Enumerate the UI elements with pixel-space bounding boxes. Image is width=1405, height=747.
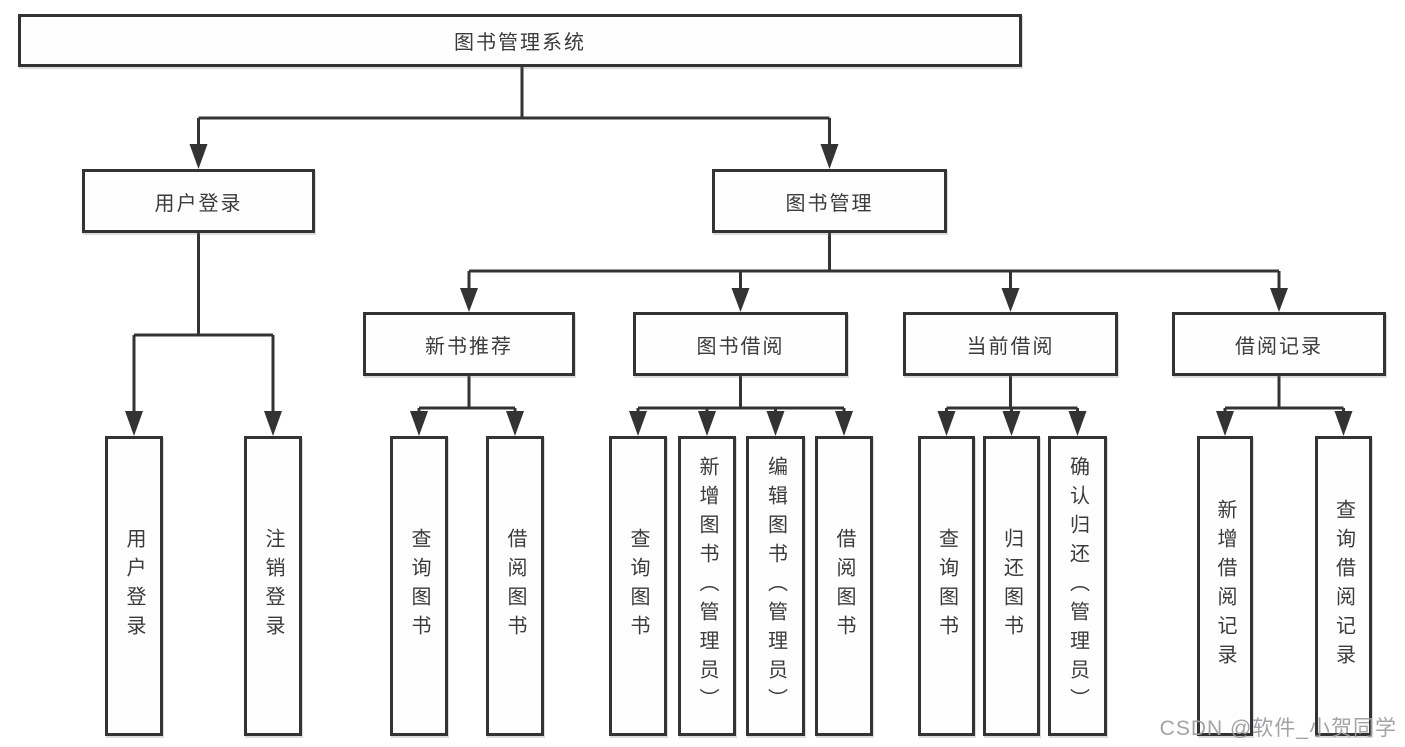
node-book-management: 图书管理 [712, 169, 947, 233]
connector-root [197, 67, 831, 145]
leaf-user-login: 用户登录 [105, 436, 163, 736]
node-new-book-recommend: 新书推荐 [363, 312, 575, 376]
node-borrow-records: 借阅记录 [1172, 312, 1386, 376]
watermark: CSDN @软件_小贺同学 [1159, 717, 1397, 740]
leaf-borrow-books-1-label: 借阅图书 [504, 528, 526, 644]
leaf-borrow-books-2-label: 借阅图书 [833, 528, 855, 644]
connector-book-borrow [636, 376, 846, 414]
leaf-add-books-admin-label: 新增图书（管理员） [696, 455, 718, 717]
connector-new-book-recommend [417, 376, 517, 414]
leaf-user-login-label: 用户登录 [123, 528, 145, 644]
leaf-query-books-1-label: 查询图书 [408, 528, 430, 644]
leaf-query-borrow-record: 查询借阅记录 [1315, 436, 1372, 736]
leaf-logout-login-label: 注销登录 [262, 528, 284, 644]
leaf-add-borrow-record: 新增借阅记录 [1197, 436, 1253, 736]
leaf-query-books-3: 查询图书 [918, 436, 975, 736]
leaf-confirm-return-admin-label: 确认归还（管理员） [1066, 455, 1089, 717]
leaf-query-books-1: 查询图书 [390, 436, 448, 736]
leaf-query-borrow-record-label: 查询借阅记录 [1332, 499, 1355, 673]
leaf-edit-books-admin-label: 编辑图书（管理员） [764, 455, 787, 717]
connector-borrow-records [1223, 376, 1345, 414]
leaf-query-books-2-label: 查询图书 [627, 528, 649, 644]
leaf-borrow-books-2: 借阅图书 [815, 436, 873, 736]
connector-book-management [467, 233, 1281, 288]
leaf-return-books: 归还图书 [983, 436, 1040, 736]
node-root: 图书管理系统 [18, 14, 1022, 67]
leaf-query-books-3-label: 查询图书 [935, 528, 958, 644]
leaf-logout-login: 注销登录 [244, 436, 302, 736]
connector-user-login [132, 233, 275, 412]
leaf-confirm-return-admin: 确认归还（管理员） [1048, 436, 1107, 736]
leaf-add-books-admin: 新增图书（管理员） [678, 436, 736, 736]
node-current-borrow: 当前借阅 [903, 312, 1118, 376]
arrowheads [125, 144, 1353, 436]
leaf-query-books-2: 查询图书 [609, 436, 667, 736]
connector-current-borrow [945, 376, 1079, 414]
leaf-return-books-label: 归还图书 [1000, 528, 1023, 644]
node-book-borrow: 图书借阅 [633, 312, 848, 376]
node-user-login: 用户登录 [82, 169, 315, 233]
leaf-add-borrow-record-label: 新增借阅记录 [1214, 499, 1236, 673]
leaf-borrow-books-1: 借阅图书 [486, 436, 544, 736]
leaf-edit-books-admin: 编辑图书（管理员） [746, 436, 805, 736]
